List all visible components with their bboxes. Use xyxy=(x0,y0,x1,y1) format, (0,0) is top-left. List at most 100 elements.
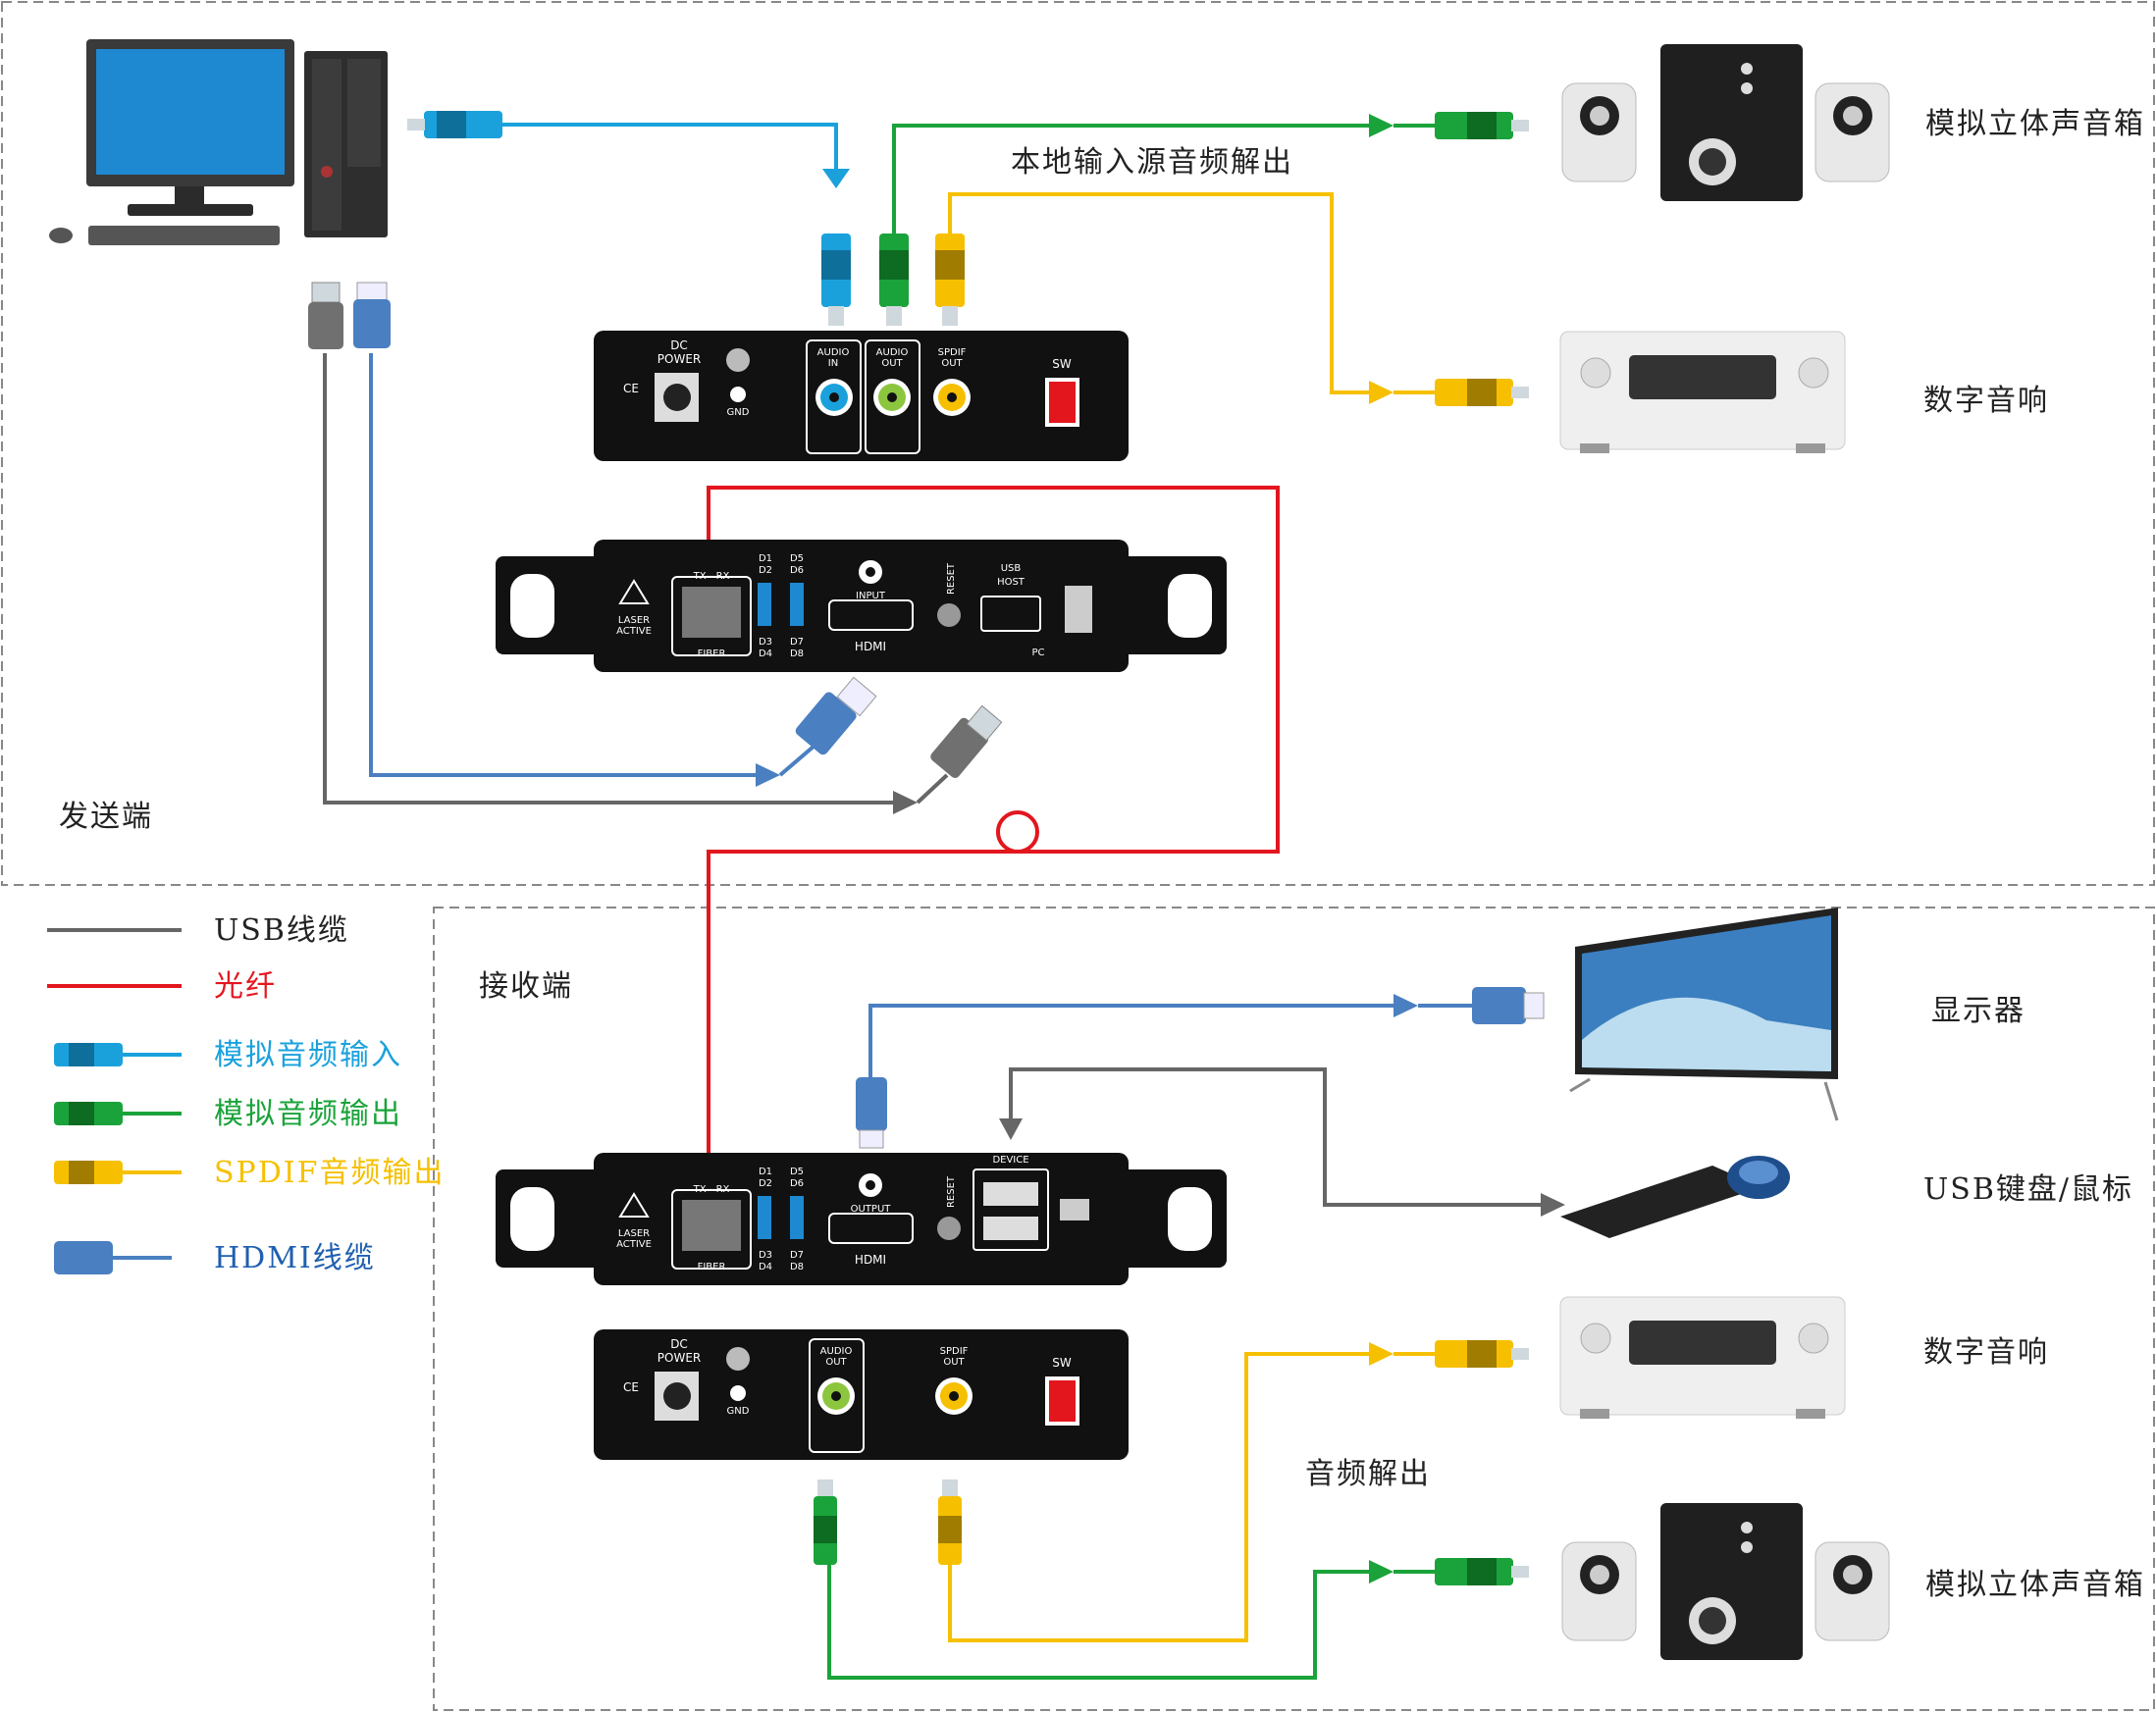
svg-text:RESET: RESET xyxy=(946,1175,957,1208)
svg-text:POWER: POWER xyxy=(657,1351,701,1365)
svg-text:光纤: 光纤 xyxy=(214,969,277,1004)
digital-bottom-label: 数字音响 xyxy=(1923,1335,2049,1370)
svg-text:D8: D8 xyxy=(790,649,804,659)
rca-plugs-sender xyxy=(821,234,965,326)
svg-text:SW: SW xyxy=(1052,1356,1072,1370)
speakers-top-label: 模拟立体声音箱 xyxy=(1925,107,2145,141)
svg-text:ACTIVE: ACTIVE xyxy=(616,626,652,637)
svg-text:HOST: HOST xyxy=(997,577,1025,588)
svg-text:D5: D5 xyxy=(790,553,804,564)
svg-text:OUTPUT: OUTPUT xyxy=(851,1204,892,1215)
svg-text:D2: D2 xyxy=(759,565,772,576)
sender-audio-unit: DC POWER GND CE AUDIO IN AUDIO OUT SPDIF… xyxy=(594,331,1129,461)
pc-tower-icon xyxy=(304,51,388,237)
cable-fiber xyxy=(707,486,1280,1168)
svg-text:D3: D3 xyxy=(759,1250,772,1261)
receiver-label: 接收端 xyxy=(479,969,573,1004)
legend-item-hdmi: HDMI线缆 xyxy=(54,1241,376,1275)
svg-text:LASER: LASER xyxy=(618,1228,650,1239)
svg-text:LASER: LASER xyxy=(618,615,650,626)
svg-text:DC: DC xyxy=(670,338,688,352)
svg-text:SPDIF: SPDIF xyxy=(940,1346,969,1357)
sender-label: 发送端 xyxy=(59,800,153,834)
pc-monitor-icon xyxy=(86,39,294,216)
svg-text:TX—RX: TX—RX xyxy=(693,571,730,582)
svg-text:D5: D5 xyxy=(790,1167,804,1177)
cable-usb-sender xyxy=(308,282,1003,814)
usb-kbm-label: USB键盘/鼠标 xyxy=(1923,1172,2133,1207)
legend: USB线缆 光纤 模拟音频输入 模拟音频输出 SPDIF音频输出 HDM xyxy=(47,913,445,1275)
svg-text:GND: GND xyxy=(727,1406,750,1417)
svg-text:OUT: OUT xyxy=(825,1357,847,1368)
local-audio-label: 本地输入源音频解出 xyxy=(1011,145,1293,180)
svg-text:SW: SW xyxy=(1052,357,1072,371)
svg-text:D2: D2 xyxy=(759,1178,772,1189)
svg-text:D6: D6 xyxy=(790,565,804,576)
speakers-bottom-label: 模拟立体声音箱 xyxy=(1925,1568,2145,1602)
ce-mark: CE xyxy=(623,1380,639,1394)
legend-item-spdif: SPDIF音频输出 xyxy=(54,1156,445,1190)
tv-monitor-icon xyxy=(1569,908,1839,1121)
svg-text:OUT: OUT xyxy=(941,358,963,369)
legend-item-analog-out: 模拟音频输出 xyxy=(54,1097,402,1131)
svg-text:OUT: OUT xyxy=(881,358,903,369)
cable-analog-out-top xyxy=(892,112,1529,255)
ce-mark: CE xyxy=(623,382,639,395)
svg-text:D1: D1 xyxy=(759,1167,772,1177)
keyboard-mouse-icon xyxy=(49,226,280,245)
svg-text:PC: PC xyxy=(1031,648,1044,658)
svg-text:D4: D4 xyxy=(759,649,772,659)
svg-text:INPUT: INPUT xyxy=(856,591,886,601)
svg-text:AUDIO: AUDIO xyxy=(876,347,909,358)
svg-text:AUDIO: AUDIO xyxy=(820,1346,853,1357)
speakers-icon xyxy=(1561,1503,1890,1660)
svg-text:FIBER: FIBER xyxy=(698,649,726,659)
svg-text:OUT: OUT xyxy=(943,1357,965,1368)
legend-item-analog-in: 模拟音频输入 xyxy=(54,1038,402,1072)
svg-text:D7: D7 xyxy=(790,1250,804,1261)
sender-fiber-unit: LASER ACTIVE TX—RX FIBER D1 D2 D3 D4 D5 … xyxy=(496,540,1227,672)
svg-text:D4: D4 xyxy=(759,1262,772,1272)
svg-text:GND: GND xyxy=(727,407,750,418)
audio-out-label: 音频解出 xyxy=(1305,1457,1431,1491)
legend-item-usb: USB线缆 xyxy=(47,913,349,948)
cable-usb-receiver xyxy=(999,1067,1565,1217)
svg-text:D3: D3 xyxy=(759,637,772,648)
digital-amplifier-icon xyxy=(1559,1296,1846,1419)
usb-keyboard-mouse-icon xyxy=(1560,1156,1790,1238)
svg-text:FIBER: FIBER xyxy=(698,1262,726,1272)
svg-text:USB线缆: USB线缆 xyxy=(214,913,349,948)
svg-text:AUDIO: AUDIO xyxy=(817,347,850,358)
svg-text:HDMI: HDMI xyxy=(855,640,886,653)
legend-item-fiber: 光纤 xyxy=(47,969,277,1004)
receiver-audio-unit: DC POWER GND CE AUDIO OUT SPDIF OUT SW xyxy=(594,1329,1129,1460)
cable-hdmi-sender xyxy=(353,282,877,787)
svg-text:USB: USB xyxy=(1001,563,1022,574)
svg-text:D7: D7 xyxy=(790,637,804,648)
svg-text:模拟音频输入: 模拟音频输入 xyxy=(214,1038,402,1072)
digital-top-label: 数字音响 xyxy=(1923,384,2049,418)
speakers-icon xyxy=(1561,44,1890,201)
svg-text:DEVICE: DEVICE xyxy=(992,1155,1028,1166)
svg-text:TX—RX: TX—RX xyxy=(693,1184,730,1195)
sender-zone xyxy=(1,1,2155,886)
receiver-fiber-unit: LASER ACTIVE TX—RX FIBER D1 D2 D3 D4 D5 … xyxy=(496,1153,1227,1285)
svg-text:模拟音频输出: 模拟音频输出 xyxy=(214,1097,402,1131)
cable-analog-out-bottom xyxy=(814,1479,1529,1680)
cable-analog-in xyxy=(407,111,850,188)
svg-text:SPDIF: SPDIF xyxy=(938,347,967,358)
receiver-zone xyxy=(433,907,2155,1711)
digital-amplifier-icon xyxy=(1559,331,1846,453)
cable-spdif-top xyxy=(948,192,1529,406)
svg-text:D8: D8 xyxy=(790,1262,804,1272)
svg-text:ACTIVE: ACTIVE xyxy=(616,1239,652,1250)
svg-text:SPDIF音频输出: SPDIF音频输出 xyxy=(214,1156,445,1190)
svg-text:IN: IN xyxy=(828,358,838,369)
svg-text:D6: D6 xyxy=(790,1178,804,1189)
svg-text:POWER: POWER xyxy=(657,352,701,366)
svg-text:HDMI: HDMI xyxy=(855,1253,886,1267)
svg-text:D1: D1 xyxy=(759,553,772,564)
svg-text:RESET: RESET xyxy=(946,562,957,595)
svg-text:HDMI线缆: HDMI线缆 xyxy=(214,1241,376,1275)
cable-spdif-bottom xyxy=(938,1340,1529,1642)
